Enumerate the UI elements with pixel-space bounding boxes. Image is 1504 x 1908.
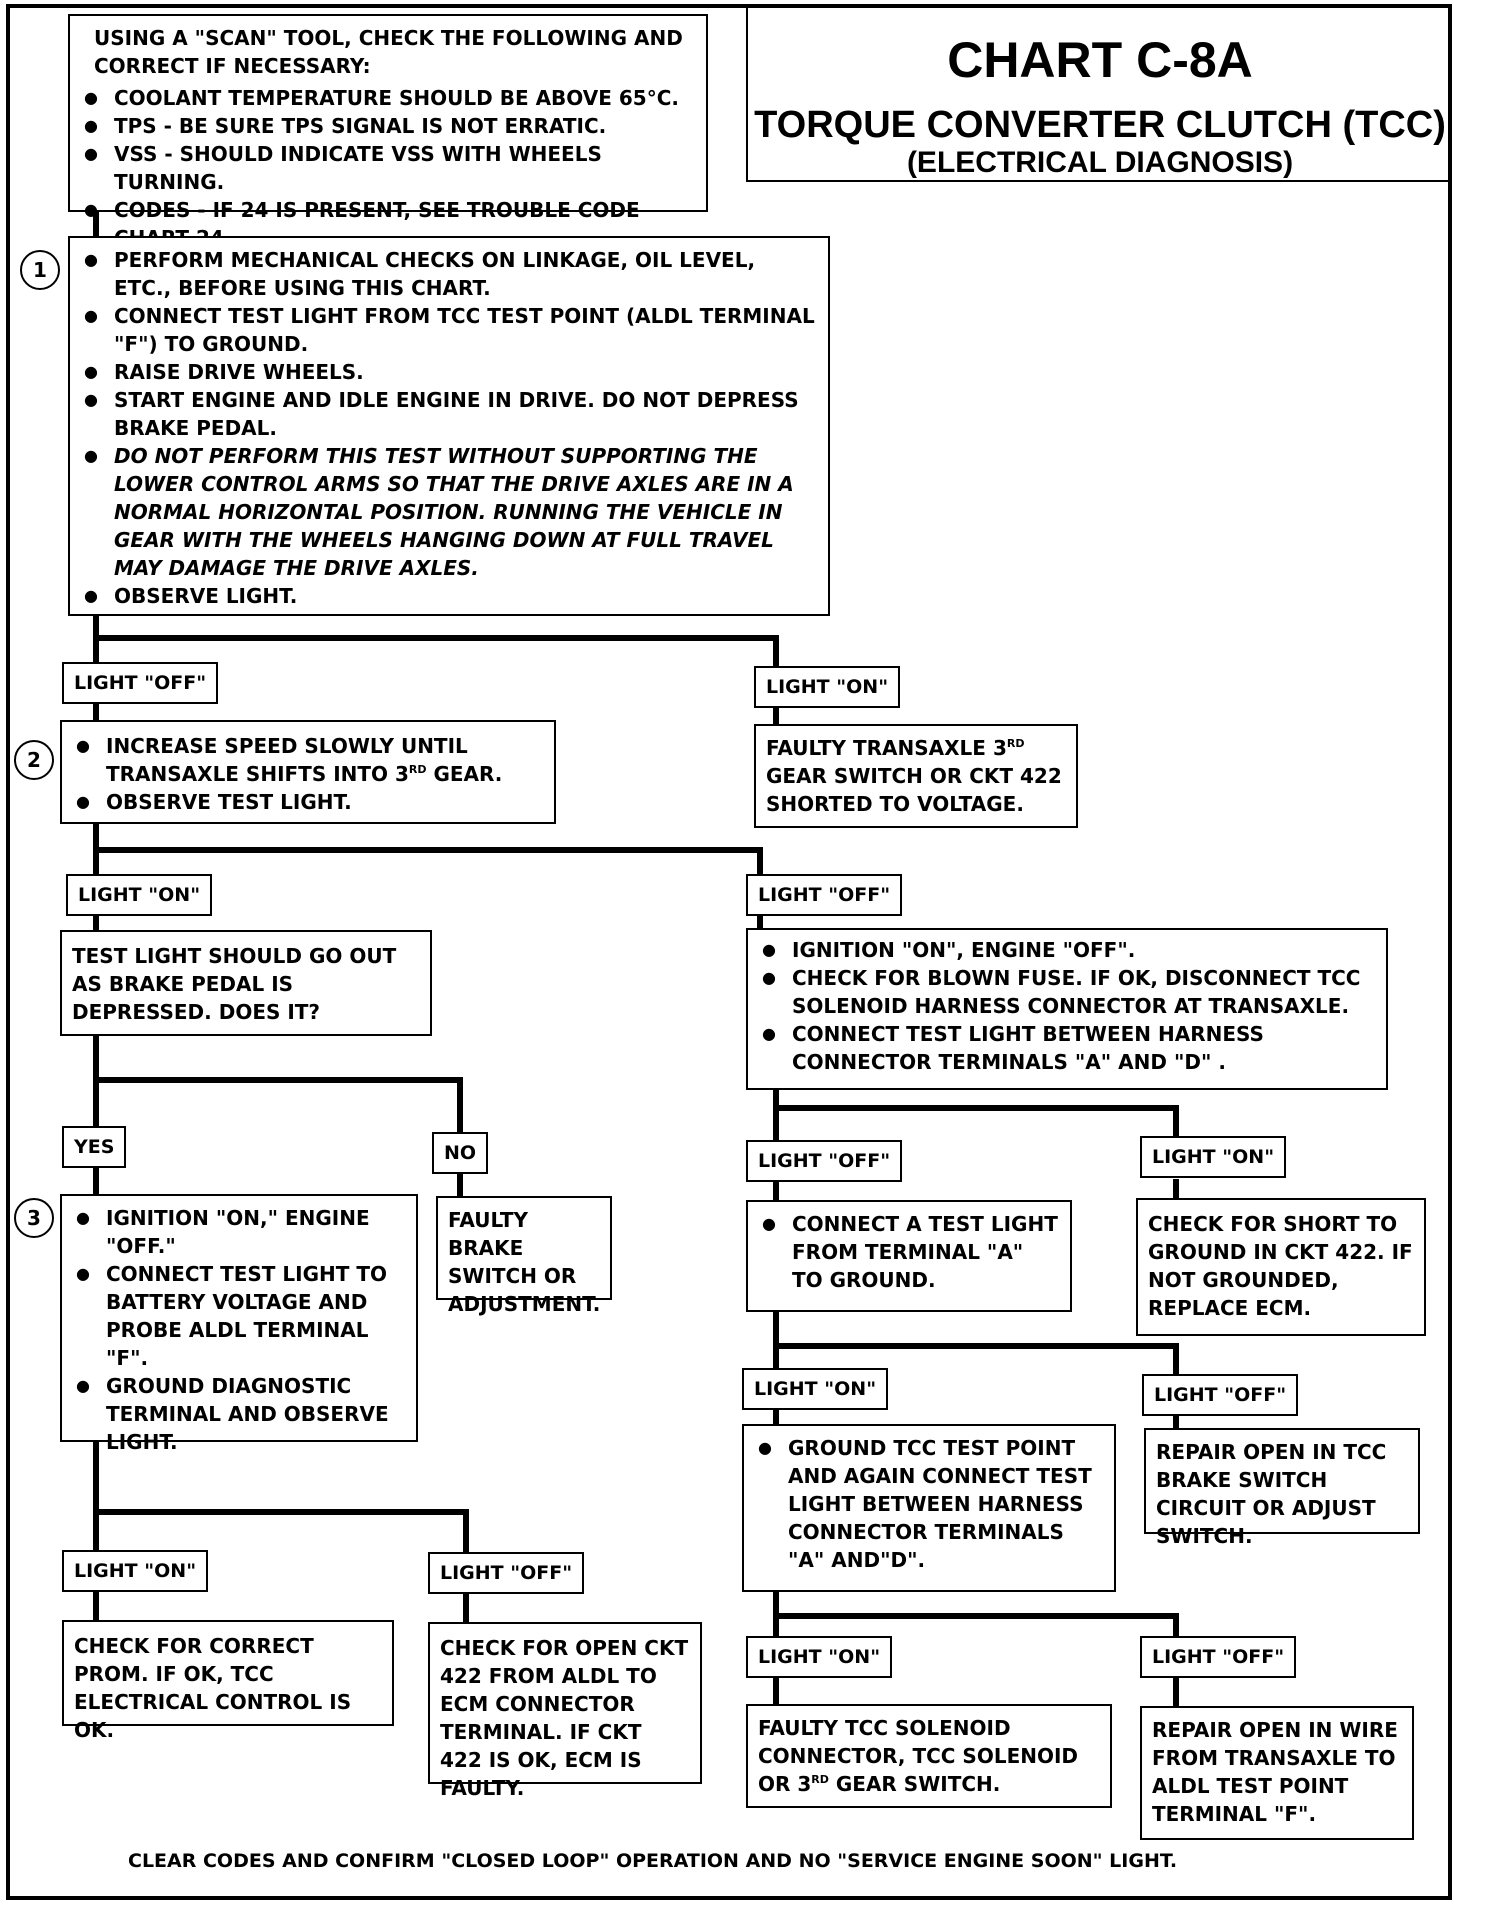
intro-heading: USING A "SCAN" TOOL, CHECK THE FOLLOWING… — [94, 26, 683, 78]
faulty-3rd-gear-box: FAULTY TRANSAXLE 3RD GEAR SWITCH OR CKT … — [754, 724, 1078, 828]
label-light-off: LIGHT "OFF" — [746, 874, 903, 916]
list-item: CONNECT TEST LIGHT BETWEEN HARNESS CONNE… — [758, 1020, 1376, 1076]
list-item: OBSERVE LIGHT. — [80, 582, 818, 610]
step2-box: INCREASE SPEED SLOWLY UNTIL TRANSAXLE SH… — [60, 720, 556, 824]
step3-list: IGNITION "ON," ENGINE "OFF." CONNECT TES… — [72, 1204, 406, 1456]
ignition-check-list: IGNITION "ON", ENGINE "OFF". CHECK FOR B… — [758, 936, 1376, 1076]
list-item: GROUND DIAGNOSTIC TERMINAL AND OBSERVE L… — [72, 1372, 406, 1456]
ignition-check-box: IGNITION "ON", ENGINE "OFF". CHECK FOR B… — [746, 928, 1388, 1090]
list-item: GROUND TCC TEST POINT AND AGAIN CONNECT … — [754, 1434, 1104, 1574]
list-item: CONNECT TEST LIGHT TO BATTERY VOLTAGE AN… — [72, 1260, 406, 1372]
brake-test-text: TEST LIGHT SHOULD GO OUT AS BRAKE PEDAL … — [72, 944, 397, 1024]
label-light-off: LIGHT "OFF" — [746, 1140, 903, 1182]
repair-brake-box: REPAIR OPEN IN TCC BRAKE SWITCH CIRCUIT … — [1144, 1428, 1420, 1548]
footer-note: CLEAR CODES AND CONFIRM "CLOSED LOOP" OP… — [128, 1850, 1178, 1872]
terminal-a-list: CONNECT A TEST LIGHT FROM TERMINAL "A" T… — [758, 1210, 1060, 1294]
prom-check-text: CHECK FOR CORRECT PROM. IF OK, TCC ELECT… — [74, 1634, 352, 1742]
label-light-on: LIGHT "ON" — [62, 1550, 209, 1592]
chart-subtitle-detail: (ELECTRICAL DIAGNOSIS) — [906, 146, 1294, 179]
prom-check-box: CHECK FOR CORRECT PROM. IF OK, TCC ELECT… — [62, 1620, 394, 1742]
open-ckt-box: CHECK FOR OPEN CKT 422 FROM ALDL TO ECM … — [428, 1622, 702, 1800]
label-light-off: LIGHT "OFF" — [428, 1552, 585, 1594]
list-item-warning: DO NOT PERFORM THIS TEST WITHOUT SUPPORT… — [80, 442, 818, 582]
list-item: COOLANT TEMPERATURE SHOULD BE ABOVE 65°C… — [80, 84, 696, 112]
repair-brake-text: REPAIR OPEN IN TCC BRAKE SWITCH CIRCUIT … — [1156, 1440, 1387, 1548]
label-light-off: LIGHT "OFF" — [1142, 1374, 1299, 1416]
label-light-off: LIGHT "OFF" — [62, 662, 219, 704]
connector — [93, 611, 779, 671]
faulty-brake-box: FAULTY BRAKE SWITCH OR ADJUSTMENT. — [436, 1196, 612, 1316]
open-ckt-text: CHECK FOR OPEN CKT 422 FROM ALDL TO ECM … — [440, 1636, 689, 1800]
list-item: OBSERVE TEST LIGHT. — [72, 788, 544, 816]
terminal-a-box: CONNECT A TEST LIGHT FROM TERMINAL "A" T… — [746, 1200, 1072, 1312]
label-light-on: LIGHT "ON" — [742, 1368, 889, 1410]
connector — [773, 1085, 1179, 1141]
faulty-solenoid-text: FAULTY TCC SOLENOID CONNECTOR, TCC SOLEN… — [758, 1716, 1079, 1796]
list-item: CHECK FOR BLOWN FUSE. IF OK, DISCONNECT … — [758, 964, 1376, 1020]
list-item: CONNECT A TEST LIGHT FROM TERMINAL "A" T… — [758, 1210, 1060, 1294]
step-number-1: 1 — [20, 250, 60, 290]
ground-tcc-box: GROUND TCC TEST POINT AND AGAIN CONNECT … — [742, 1424, 1116, 1592]
connector — [93, 1437, 469, 1557]
list-item: IGNITION "ON," ENGINE "OFF." — [72, 1204, 406, 1260]
connector — [773, 1307, 1179, 1379]
list-item: INCREASE SPEED SLOWLY UNTIL TRANSAXLE SH… — [72, 732, 544, 788]
list-item: RAISE DRIVE WHEELS. — [80, 358, 818, 386]
step-number-3: 3 — [14, 1198, 54, 1238]
short-check-box: CHECK FOR SHORT TO GROUND IN CKT 422. IF… — [1136, 1198, 1426, 1336]
list-item: PERFORM MECHANICAL CHECKS ON LINKAGE, OI… — [80, 246, 818, 302]
label-no: NO — [432, 1132, 489, 1174]
list-item: TPS - BE SURE TPS SIGNAL IS NOT ERRATIC. — [80, 112, 696, 140]
repair-wire-box: REPAIR OPEN IN WIRE FROM TRANSAXLE TO AL… — [1140, 1706, 1414, 1840]
step1-box: PERFORM MECHANICAL CHECKS ON LINKAGE, OI… — [68, 236, 830, 616]
step2-list: INCREASE SPEED SLOWLY UNTIL TRANSAXLE SH… — [72, 732, 544, 816]
step3-box: IGNITION "ON," ENGINE "OFF." CONNECT TES… — [60, 1194, 418, 1454]
label-light-on: LIGHT "ON" — [1140, 1136, 1287, 1178]
list-item: IGNITION "ON", ENGINE "OFF". — [758, 936, 1376, 964]
repair-wire-text: REPAIR OPEN IN WIRE FROM TRANSAXLE TO AL… — [1152, 1718, 1398, 1826]
list-item: VSS - SHOULD INDICATE VSS WITH WHEELS TU… — [80, 140, 696, 196]
faulty-brake-text: FAULTY BRAKE SWITCH OR ADJUSTMENT. — [448, 1208, 601, 1316]
intro-list: COOLANT TEMPERATURE SHOULD BE ABOVE 65°C… — [80, 84, 696, 252]
list-item: CONNECT TEST LIGHT FROM TCC TEST POINT (… — [80, 302, 818, 358]
label-light-on: LIGHT "ON" — [746, 1636, 893, 1678]
label-light-on: LIGHT "ON" — [66, 874, 213, 916]
connector — [93, 1031, 463, 1137]
label-light-on: LIGHT "ON" — [754, 666, 901, 708]
step-number-2: 2 — [14, 740, 54, 780]
title-block: CHART C-8A TORQUE CONVERTER CLUTCH (TCC)… — [746, 4, 1452, 182]
faulty-solenoid-box: FAULTY TCC SOLENOID CONNECTOR, TCC SOLEN… — [746, 1704, 1112, 1808]
connector — [773, 1587, 1179, 1641]
step1-list: PERFORM MECHANICAL CHECKS ON LINKAGE, OI… — [80, 246, 818, 610]
label-light-off: LIGHT "OFF" — [1140, 1636, 1297, 1678]
faulty-3rd-gear-text: FAULTY TRANSAXLE 3RD GEAR SWITCH OR CKT … — [766, 736, 1062, 816]
short-check-text: CHECK FOR SHORT TO GROUND IN CKT 422. IF… — [1148, 1212, 1413, 1320]
chart-title: CHART C-8A — [947, 32, 1253, 88]
brake-test-box: TEST LIGHT SHOULD GO OUT AS BRAKE PEDAL … — [60, 930, 432, 1036]
intro-box: USING A "SCAN" TOOL, CHECK THE FOLLOWING… — [68, 14, 708, 250]
label-yes: YES — [62, 1126, 127, 1168]
connector — [93, 819, 763, 879]
page-frame — [6, 4, 1452, 1900]
chart-subtitle: TORQUE CONVERTER CLUTCH (TCC) — [754, 104, 1446, 146]
list-item: START ENGINE AND IDLE ENGINE IN DRIVE. D… — [80, 386, 818, 442]
ground-tcc-list: GROUND TCC TEST POINT AND AGAIN CONNECT … — [754, 1434, 1104, 1574]
